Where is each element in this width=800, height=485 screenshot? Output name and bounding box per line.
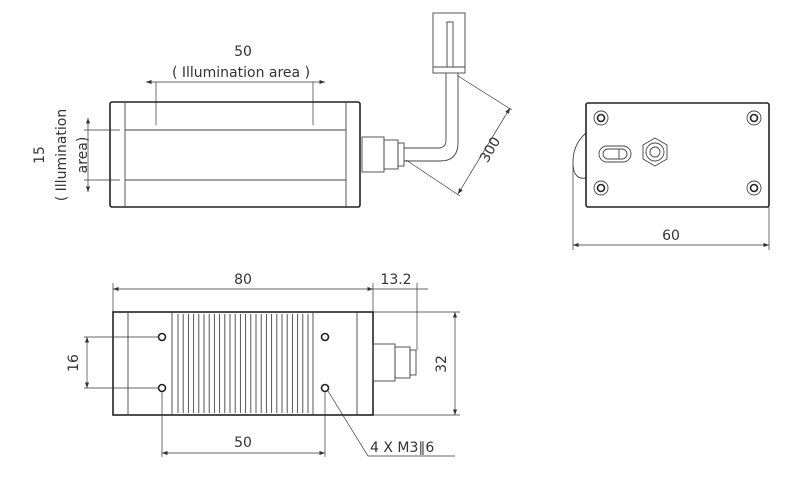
dim-length: 80 (234, 272, 252, 288)
cable-gland (361, 136, 405, 173)
connector (432, 12, 466, 74)
light-body (109, 101, 361, 208)
dim-illum-width-label-2: area) (75, 137, 91, 174)
hole-callout: 4 X M3∥6 (370, 440, 434, 456)
top-view: 50 ( Illumination area ) 15 ( Illuminati… (32, 12, 513, 208)
heat-sink-fins (177, 314, 309, 413)
end-view: 60 (572, 102, 770, 250)
dim-height: 32 (434, 355, 450, 373)
cable (404, 73, 447, 149)
dim-width: 60 (662, 228, 680, 244)
dim-illum-width-label-1: ( Illumination (54, 109, 70, 202)
dim-gland-length: 13.2 (380, 272, 411, 288)
mounting-holes (157, 332, 330, 393)
slot (598, 145, 632, 163)
dim-illum-length: 50 (234, 44, 252, 60)
light-body-bottom (112, 311, 374, 416)
dim-hole-spacing-v: 16 (66, 354, 82, 372)
dim-hole-spacing-h: 50 (234, 435, 252, 451)
bottom-view: 80 13.2 32 16 50 4 X M3∥6 (66, 272, 460, 457)
dim-cable-length: 300 (477, 134, 504, 165)
mounting-holes (593, 110, 762, 196)
cable-gland (372, 343, 417, 382)
callout-leader (327, 390, 455, 457)
hex-nut (642, 137, 668, 167)
dim-illum-width: 15 (32, 146, 48, 164)
dim-illum-length-label: ( Illumination area ) (172, 65, 310, 81)
